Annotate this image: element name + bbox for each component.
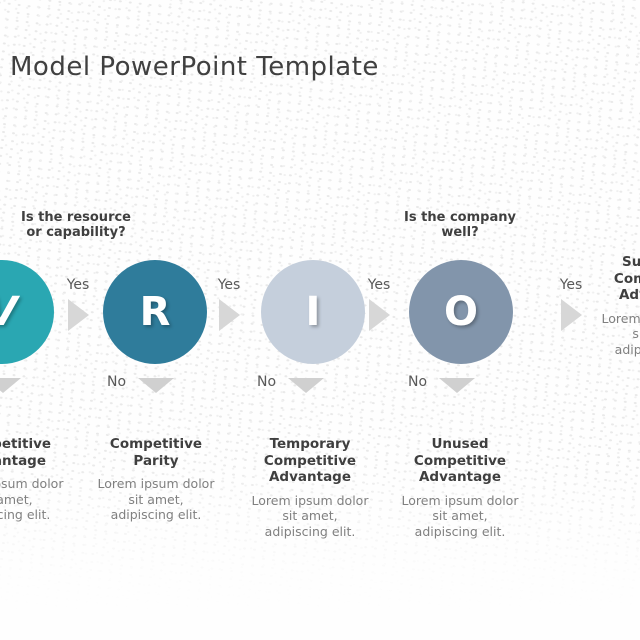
no-label: No	[408, 374, 428, 390]
outcome-title: Competitive Parity	[81, 436, 231, 469]
no-label: No	[107, 374, 127, 390]
arrow-right-icon	[368, 299, 390, 331]
outcome-title-line: Competitive	[413, 452, 507, 469]
outcome-title-line: Parity	[133, 452, 179, 469]
circle-r-letter: R	[139, 289, 171, 335]
outcome-body-line: Lorem ipsum dolor	[601, 310, 640, 326]
outcome-sustained-competitive-advantage: Sustained Competitive Advantage Lorem ip…	[585, 254, 640, 357]
outcome-body-line: sit amet,	[0, 491, 33, 507]
outcome-title-line: Unused	[431, 436, 489, 452]
outcome-title-line: Temporary	[269, 436, 351, 452]
outcome-body: Lorem ipsum dolor sit amet, adipiscing e…	[0, 476, 80, 523]
outcome-body-line: adipiscing elit.	[0, 507, 51, 522]
outcome-body: Lorem ipsum dolor sit amet, adipiscing e…	[385, 493, 535, 540]
no-connector-o: No	[408, 374, 476, 393]
outcome-title-line: Advantage	[0, 452, 46, 469]
outcome-title: Competitive Advantage	[0, 436, 80, 469]
no-label: No	[257, 374, 277, 390]
outcome-body-line: sit amet,	[282, 508, 338, 523]
no-connector-r: No	[107, 374, 175, 393]
outcome-unused-competitive-advantage: Unused Competitive Advantage Lorem ipsum…	[385, 436, 535, 539]
outcome-body-line: sit amet,	[632, 326, 640, 341]
circle-r: R	[103, 260, 207, 364]
yes-label: Yes	[367, 277, 391, 293]
outcome-title-line: Competitive	[613, 270, 640, 287]
arrow-right-icon	[560, 299, 582, 331]
arrow-right-icon	[218, 299, 240, 331]
outcome-body-line: sit amet,	[432, 508, 488, 523]
question-line: Is the company	[404, 210, 516, 225]
outcome-body-line: adipiscing elit.	[110, 507, 202, 522]
outcome-temporary-competitive-advantage: Temporary Competitive Advantage Lorem ip…	[235, 436, 385, 539]
outcome-body: Lorem ipsum dolor sit amet, adipiscing e…	[235, 493, 385, 540]
question-line: well?	[441, 225, 479, 240]
outcome-body-line: Lorem ipsum dolor	[401, 492, 519, 508]
yes-label: Yes	[66, 277, 90, 293]
circle-o-letter: O	[443, 289, 478, 335]
arrow-right-icon	[67, 299, 89, 331]
yes-connector-r-i: Yes	[199, 277, 259, 331]
outcome-competitive-parity: Competitive Parity Lorem ipsum dolor sit…	[81, 436, 231, 523]
arrow-down-icon	[439, 378, 476, 393]
circle-v-letter: V	[0, 292, 17, 332]
circle-i: I	[261, 260, 365, 364]
slide-title: Model PowerPoint Template	[10, 52, 379, 82]
question-line: Is the resource	[21, 210, 131, 225]
outcome-title-line: Sustained	[622, 254, 640, 270]
yes-connector-v-r: Yes	[48, 277, 108, 331]
outcome-title-line: Competitive	[0, 436, 52, 452]
yes-connector-o-outcome: Yes	[541, 277, 601, 331]
circle-i-letter: I	[305, 289, 321, 335]
outcome-title: Unused Competitive Advantage	[385, 436, 535, 486]
question-resource-capability: Is the resource or capability?	[0, 210, 156, 240]
yes-connector-i-o: Yes	[349, 277, 409, 331]
outcome-body-line: adipiscing elit.	[264, 523, 356, 539]
circle-o: O	[409, 260, 513, 364]
outcome-body-line: sit amet,	[128, 491, 184, 507]
outcome-body-line: adipiscing elit.	[414, 523, 506, 539]
outcome-title-line: Competitive	[263, 452, 357, 469]
yes-label: Yes	[217, 277, 241, 293]
outcome-body: Lorem ipsum dolor sit amet, adipiscing e…	[585, 311, 640, 358]
outcome-body-line: adipiscing elit.	[614, 341, 640, 357]
arrow-down-icon	[138, 378, 175, 393]
yes-label: Yes	[559, 277, 583, 293]
outcome-title-line: Advantage	[618, 287, 640, 303]
outcome-competitive-advantage: Competitive Advantage Lorem ipsum dolor …	[0, 436, 80, 523]
no-connector-i: No	[257, 374, 325, 393]
question-company-well: Is the company well?	[380, 210, 540, 240]
question-line: or capability?	[26, 225, 126, 240]
arrow-down-icon	[288, 378, 325, 393]
circle-v: V	[0, 260, 54, 364]
outcome-body-line: Lorem ipsum dolor	[0, 476, 64, 491]
outcome-body-line: Lorem ipsum dolor	[251, 492, 369, 508]
outcome-title-line: Advantage	[418, 469, 501, 485]
outcome-body: Lorem ipsum dolor sit amet, adipiscing e…	[81, 476, 231, 523]
arrow-down-icon	[0, 378, 21, 393]
outcome-title-line: Advantage	[268, 469, 351, 485]
no-connector-v	[0, 378, 21, 393]
outcome-body-line: Lorem ipsum dolor	[97, 476, 215, 491]
outcome-title-line: Competitive	[109, 436, 203, 452]
outcome-title: Temporary Competitive Advantage	[235, 436, 385, 486]
outcome-title: Sustained Competitive Advantage	[585, 254, 640, 304]
